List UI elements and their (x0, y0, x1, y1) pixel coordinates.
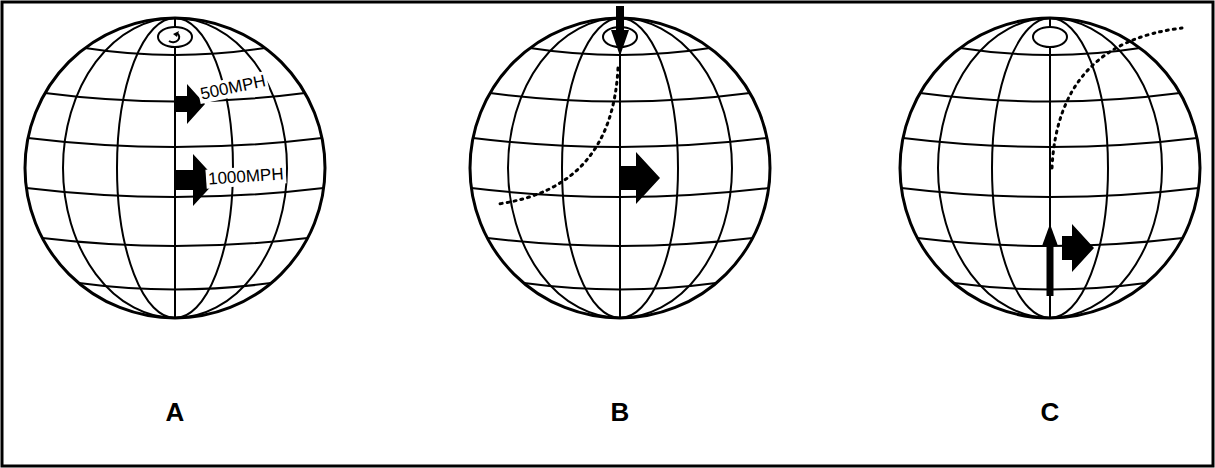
globe-b (470, 6, 770, 318)
globe-c (900, 18, 1200, 318)
panel-letter: C (1041, 399, 1060, 425)
speed-label: 1000MPH (206, 164, 287, 189)
globe-a (25, 18, 325, 318)
panel-letter: A (166, 399, 185, 425)
panel-letter: B (611, 399, 630, 425)
